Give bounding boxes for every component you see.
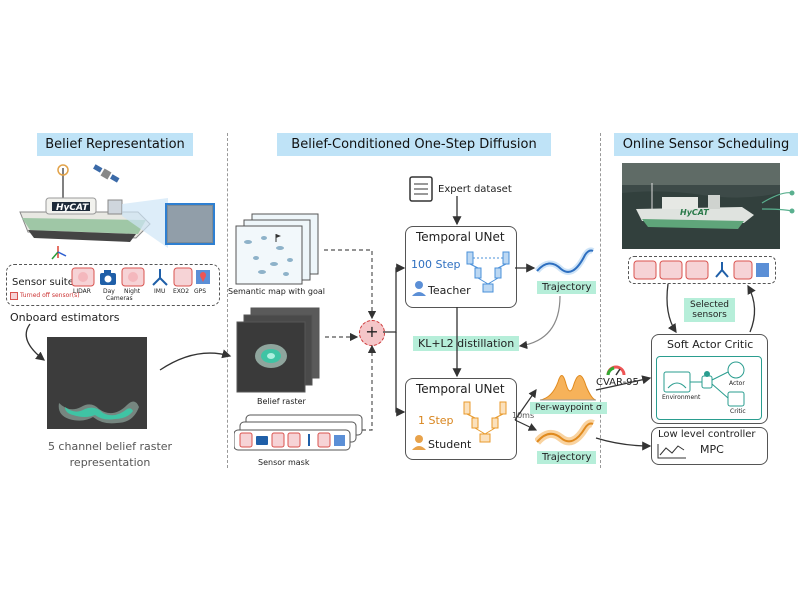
sensor-icons-left	[71, 267, 210, 287]
sensor-label-night: Night	[124, 288, 141, 295]
turned-off-legend: Turned off sensor(s)	[20, 292, 80, 299]
sensor-suite-label: Sensor suite	[12, 277, 74, 288]
trajectory-bottom-curve	[535, 419, 595, 446]
sac-diagram	[663, 361, 745, 407]
mpc-label: MPC	[700, 443, 724, 456]
divider-left	[227, 133, 228, 468]
student-role: Student	[428, 438, 472, 451]
belief-raster-caption: Belief raster	[257, 397, 306, 406]
semantic-map-stack	[235, 213, 319, 285]
student-steps: 1 Step	[418, 414, 454, 427]
belief-raster-stack	[236, 307, 320, 393]
boat-name-right: HyCAT	[680, 208, 709, 217]
selected-sensors-tag: Selected sensors	[684, 298, 736, 322]
sensor-label-imu: IMU	[154, 288, 166, 295]
divider-right	[600, 133, 601, 468]
onboard-estimators-label: Onboard estimators	[10, 311, 120, 324]
critic-label: Critic	[730, 408, 746, 415]
cvar-label: CVAR-95	[596, 377, 639, 388]
sensor-label-exo2: EXO2	[173, 288, 190, 295]
low-level-box	[651, 427, 768, 465]
gauge-icon	[606, 365, 626, 376]
document-icon	[409, 176, 433, 202]
boat-photo	[622, 163, 795, 249]
student-person-icon	[412, 435, 426, 450]
teacher-role: Teacher	[428, 284, 471, 297]
sac-title: Soft Actor Critic	[667, 338, 754, 351]
selected-sensor-box	[628, 256, 776, 284]
camera-night-icon	[121, 267, 145, 287]
student-unet-icon	[463, 401, 507, 443]
trajectory-bottom-label: Trajectory	[537, 451, 597, 464]
plus-combiner: +	[359, 320, 385, 346]
raster-caption-line1: 5 channel belief raster	[47, 440, 173, 453]
environment-label: Environment	[662, 394, 701, 401]
sensor-icons-right	[633, 260, 769, 280]
cameras-label: Cameras	[106, 295, 133, 302]
sac-inner-box	[656, 356, 762, 420]
trajectory-top-label: Trajectory	[537, 281, 597, 294]
teacher-unet-icon	[466, 251, 510, 293]
expert-dataset-label: Expert dataset	[438, 184, 512, 195]
section-title-diffusion: Belief-Conditioned One-Step Diffusion	[277, 133, 551, 156]
distillation-label: KL+L2 distillation	[413, 336, 520, 351]
actor-label: Actor	[729, 380, 745, 387]
section-title-scheduling: Online Sensor Scheduling	[614, 133, 798, 156]
selected-sensors-line1: Selected	[690, 300, 730, 310]
sensor-label-day: Day	[103, 288, 115, 295]
selected-sensors-line2: sensors	[692, 310, 727, 320]
teacher-person-icon	[412, 281, 426, 296]
satellite-icon	[93, 164, 120, 183]
gps-icon	[196, 270, 210, 284]
trajectory-top-curve	[535, 247, 595, 275]
boat-name-left: HyCAT	[56, 203, 89, 213]
low-level-title: Low level controller	[658, 429, 756, 440]
latency-label: 10ms	[512, 411, 535, 420]
boat-illustration	[19, 164, 215, 260]
semantic-map-caption: Semantic map with goal	[228, 287, 325, 296]
raster-caption-line2: representation	[69, 456, 151, 469]
imu-icon	[152, 269, 168, 286]
mpc-plot-icon	[657, 444, 686, 459]
per-waypoint-distribution	[539, 375, 597, 401]
sensor-label-lidar: LIDAR	[73, 288, 91, 295]
per-waypoint-label: Per-waypoint σ	[530, 402, 607, 414]
sensor-mask-caption: Sensor mask	[258, 458, 310, 467]
camera-day-icon	[100, 270, 116, 285]
sensor-label-gps: GPS	[194, 288, 207, 295]
lidar-icon	[71, 267, 95, 287]
belief-raster-image	[47, 337, 147, 429]
teacher-title: Temporal UNet	[416, 230, 505, 244]
student-title: Temporal UNet	[416, 382, 505, 396]
teacher-steps: 100 Step	[411, 258, 461, 271]
imu-icon	[715, 262, 729, 278]
section-title-belief: Belief Representation	[37, 133, 193, 156]
turned-off-legend-swatch	[10, 292, 18, 300]
sensor-suite-box	[6, 264, 220, 306]
exo2-icon	[173, 267, 193, 287]
sensor-mask-stack	[234, 414, 363, 451]
